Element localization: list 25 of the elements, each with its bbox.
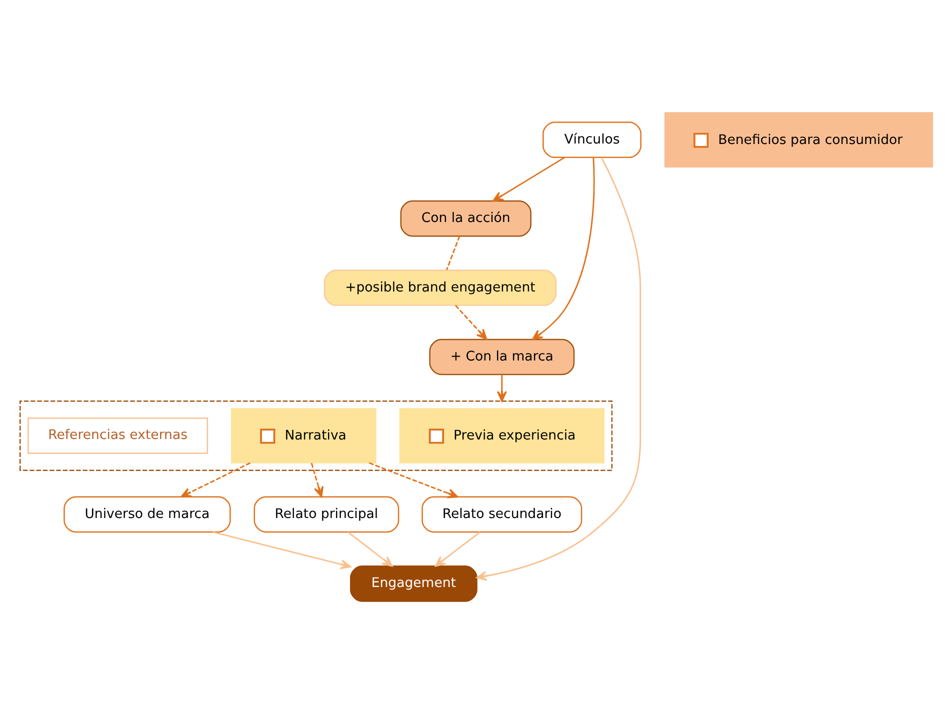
arrow	[434, 530, 481, 566]
arrow	[368, 462, 458, 498]
node-box: Universo de marca	[64, 496, 231, 532]
node-box: Referencias externas	[28, 417, 208, 454]
node-box: +posible brand engagement	[324, 269, 557, 306]
arrow	[212, 530, 352, 569]
arrow	[496, 374, 507, 402]
node-box: Relato secundario	[422, 496, 582, 532]
arrow	[532, 156, 595, 340]
node-box: Relato principal	[254, 496, 400, 532]
arrow	[476, 156, 642, 580]
arrow	[454, 304, 488, 340]
node-box: Narrativa	[231, 408, 376, 463]
node-box: Beneficios para consumidor	[664, 112, 934, 167]
node-box: + Con la marca	[429, 338, 575, 375]
cluster	[20, 400, 613, 470]
node-box: Vínculos	[542, 121, 642, 158]
arrow	[310, 462, 324, 497]
arrow	[492, 156, 565, 202]
node-box: Con la acción	[400, 200, 532, 236]
node-box: Previa experiencia	[399, 408, 604, 463]
arrow	[348, 530, 393, 566]
node-box: Engagement	[350, 565, 478, 602]
connector	[446, 235, 460, 270]
arrow	[180, 462, 251, 497]
